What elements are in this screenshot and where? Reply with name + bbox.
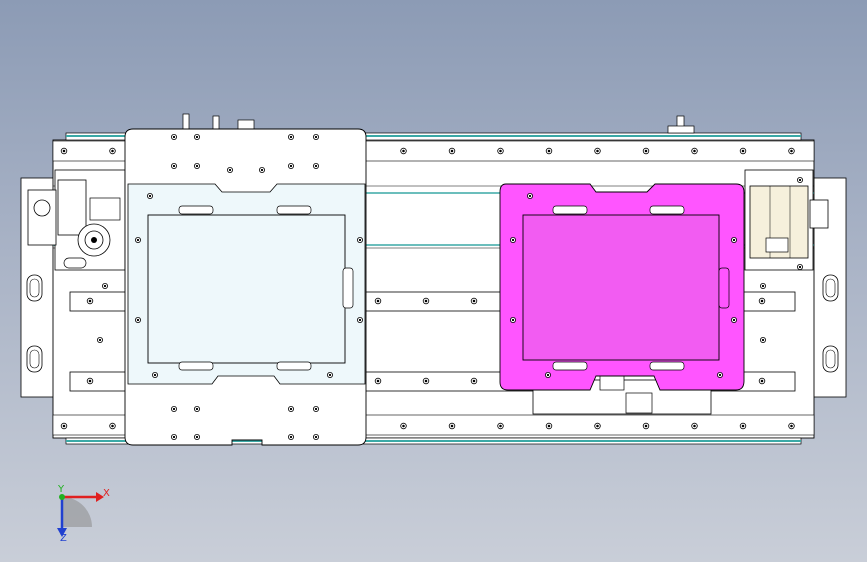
bolt-center: [88, 379, 92, 383]
bolt-center: [148, 194, 152, 198]
bolt-center: [358, 318, 362, 322]
right-fixture: [499, 183, 745, 391]
bolt-center: [798, 178, 802, 182]
bolt-center: [693, 149, 696, 153]
bolt-center: [172, 407, 176, 411]
bolt-center: [644, 424, 648, 428]
bolt-center: [153, 373, 157, 377]
right-motor-assembly: [744, 169, 829, 271]
bolt-center: [761, 284, 765, 288]
left-motor-assembly: [27, 169, 126, 271]
bolt-center: [741, 424, 745, 428]
bolt-center: [328, 373, 332, 377]
bolt-center: [511, 318, 515, 322]
bolt-center: [790, 424, 793, 428]
fixture-holes: [97, 133, 804, 440]
bolt-center: [741, 149, 745, 153]
x-axis-label: X: [103, 488, 110, 499]
bolt-center: [172, 135, 176, 139]
bolt-center: [289, 135, 293, 139]
bolt-center: [424, 379, 428, 383]
bolt-center: [376, 379, 380, 383]
bolt-center: [499, 149, 502, 153]
bolt-center: [760, 299, 764, 303]
bolt-center: [761, 338, 765, 342]
bolt-center: [547, 424, 551, 428]
bolt-center: [88, 299, 92, 303]
y-axis-label: Y: [57, 484, 65, 495]
bolt-center: [195, 135, 199, 139]
bolt-center: [472, 299, 476, 303]
bolt-center: [195, 407, 199, 411]
bolt-center: [136, 238, 140, 242]
bolt-center: [172, 164, 176, 168]
clamp-slot: [649, 361, 685, 371]
bolt-center: [546, 373, 550, 377]
clamp-slot: [552, 205, 588, 215]
bolt-center: [136, 318, 140, 322]
bolt-center: [528, 194, 532, 198]
bolt-center: [172, 435, 176, 439]
bolt-center: [596, 424, 599, 428]
bolt-center: [718, 373, 722, 377]
bolt-center: [732, 318, 736, 322]
bolt-center: [314, 407, 318, 411]
bolt-center: [62, 424, 66, 428]
bolt-center: [790, 149, 793, 153]
bolt-center: [358, 238, 362, 242]
clamp-slot: [178, 205, 214, 215]
bolt-center: [732, 238, 736, 242]
bolt-center: [98, 338, 102, 342]
bolt-center: [547, 149, 551, 153]
bolt-center: [289, 435, 293, 439]
clamp-slots: [178, 205, 685, 371]
bolt-center: [596, 149, 599, 153]
bolt-center: [111, 149, 114, 153]
bolt-center: [62, 149, 66, 153]
clamp-slot: [552, 361, 588, 371]
y-axis-dot: [59, 494, 65, 500]
sensor-brackets: [182, 113, 695, 134]
clamp-slot: [276, 361, 312, 371]
bolt-center: [511, 238, 515, 242]
clamp-slot: [649, 205, 685, 215]
bolt-center: [289, 407, 293, 411]
bolt-center: [760, 379, 764, 383]
bolt-center: [402, 149, 405, 153]
bolt-center: [111, 424, 114, 428]
left-fixture: [127, 183, 366, 385]
coordinate-triad: X Y Z: [57, 484, 110, 544]
bolt-center: [195, 164, 199, 168]
bolt-center: [450, 149, 454, 153]
bolt-center: [260, 168, 264, 172]
bolt-center: [289, 164, 293, 168]
bolt-center: [472, 379, 476, 383]
bolt-center: [314, 435, 318, 439]
bolt-center: [402, 424, 405, 428]
bolt-center: [693, 424, 696, 428]
clamp-slot: [276, 205, 312, 215]
bolt-center: [228, 168, 232, 172]
bolt-center: [424, 299, 428, 303]
bolt-center: [314, 164, 318, 168]
clamp-slot: [178, 361, 214, 371]
bolt-center: [644, 149, 648, 153]
bolt-center: [798, 265, 802, 269]
bolt-center: [103, 284, 107, 288]
bolt-center: [195, 435, 199, 439]
bolt-center: [314, 135, 318, 139]
bolt-center: [450, 424, 454, 428]
bolt-center: [499, 424, 502, 428]
z-axis-label: Z: [60, 533, 67, 544]
bolt-center: [376, 299, 380, 303]
